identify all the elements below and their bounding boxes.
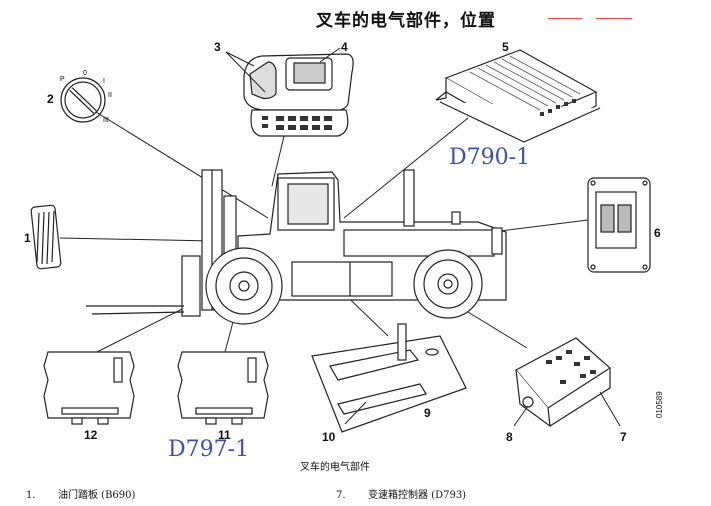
callout-2: 2 bbox=[47, 92, 54, 106]
switch-pos-i: I bbox=[103, 78, 105, 85]
leader-8 bbox=[513, 405, 529, 427]
legend-item-7: 7. 变速箱控制器 (D793) bbox=[336, 486, 466, 501]
page-title: 叉车的电气部件，位置 bbox=[316, 11, 496, 31]
control-unit-box bbox=[435, 49, 601, 143]
cab-display-panel bbox=[243, 53, 354, 137]
legend-text: 变速箱控制器 (D793) bbox=[368, 490, 467, 501]
red-dash-left bbox=[548, 18, 582, 19]
key-switch-icon bbox=[60, 77, 106, 123]
forklift-vehicle bbox=[86, 169, 507, 325]
callout-1: 1 bbox=[24, 231, 31, 245]
leader-7b bbox=[599, 391, 621, 427]
switch-pos-0: 0 bbox=[83, 70, 87, 77]
callout-11: 11 bbox=[218, 428, 231, 442]
panel-assembly-9 bbox=[311, 323, 467, 433]
switch-pos-iii: III bbox=[103, 117, 109, 124]
leader-5 bbox=[343, 117, 469, 219]
callout-12: 12 bbox=[84, 428, 98, 442]
switch-pos-ii: II bbox=[108, 92, 112, 99]
callout-5: 5 bbox=[502, 40, 509, 54]
callout-6: 6 bbox=[654, 226, 661, 240]
callout-8: 8 bbox=[506, 430, 513, 444]
leader-1 bbox=[59, 237, 215, 242]
figure-caption: 叉车的电气部件 bbox=[300, 462, 370, 473]
callout-3: 3 bbox=[214, 40, 221, 54]
callout-10: 10 bbox=[322, 430, 336, 444]
code-d790: D790-1 bbox=[449, 145, 531, 170]
module-11 bbox=[177, 351, 269, 425]
leader-3b bbox=[225, 51, 266, 93]
transmission-controller bbox=[515, 337, 611, 428]
callout-4: 4 bbox=[341, 40, 348, 54]
leader-3a bbox=[225, 51, 255, 67]
switch-pos-p: P bbox=[60, 76, 65, 83]
callout-7: 7 bbox=[620, 430, 627, 444]
legend-text: 油门踏板 (B690) bbox=[58, 490, 136, 501]
callout-9: 9 bbox=[424, 406, 431, 420]
leader-10 bbox=[344, 401, 367, 425]
module-12 bbox=[43, 351, 135, 425]
figure-id: 010589 bbox=[655, 391, 664, 418]
red-dash-right bbox=[596, 18, 632, 19]
code-d797: D797-1 bbox=[168, 437, 250, 462]
leader-4 bbox=[319, 47, 341, 63]
leader-2 bbox=[95, 111, 269, 219]
legend-item-1: 1. 油门踏板 (B690) bbox=[26, 486, 135, 501]
leader-3 bbox=[271, 131, 286, 187]
accelerator-pedal-icon bbox=[30, 204, 62, 270]
control-module-plate bbox=[587, 177, 651, 273]
legend-num: 7. bbox=[336, 490, 346, 501]
legend-num: 1. bbox=[26, 490, 36, 501]
